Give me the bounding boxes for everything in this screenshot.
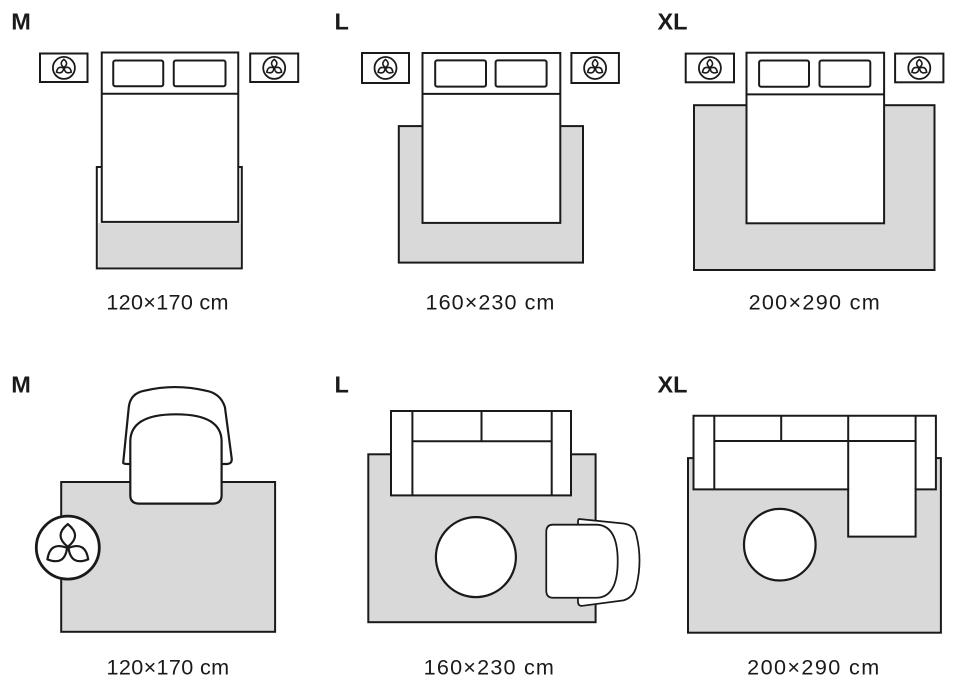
svg-text:160×230 cm: 160×230 cm — [424, 655, 555, 680]
svg-text:XL: XL — [658, 9, 688, 35]
svg-text:200×290 cm: 200×290 cm — [749, 290, 881, 315]
svg-text:M: M — [11, 9, 31, 35]
svg-text:L: L — [335, 372, 349, 398]
svg-text:160×230 cm: 160×230 cm — [426, 290, 556, 315]
svg-text:L: L — [335, 9, 349, 35]
svg-text:120×170 cm: 120×170 cm — [106, 290, 228, 315]
svg-text:M: M — [11, 372, 31, 398]
svg-text:XL: XL — [658, 372, 688, 398]
svg-text:120×170 cm: 120×170 cm — [107, 655, 230, 680]
svg-text:200×290 cm: 200×290 cm — [747, 655, 880, 680]
